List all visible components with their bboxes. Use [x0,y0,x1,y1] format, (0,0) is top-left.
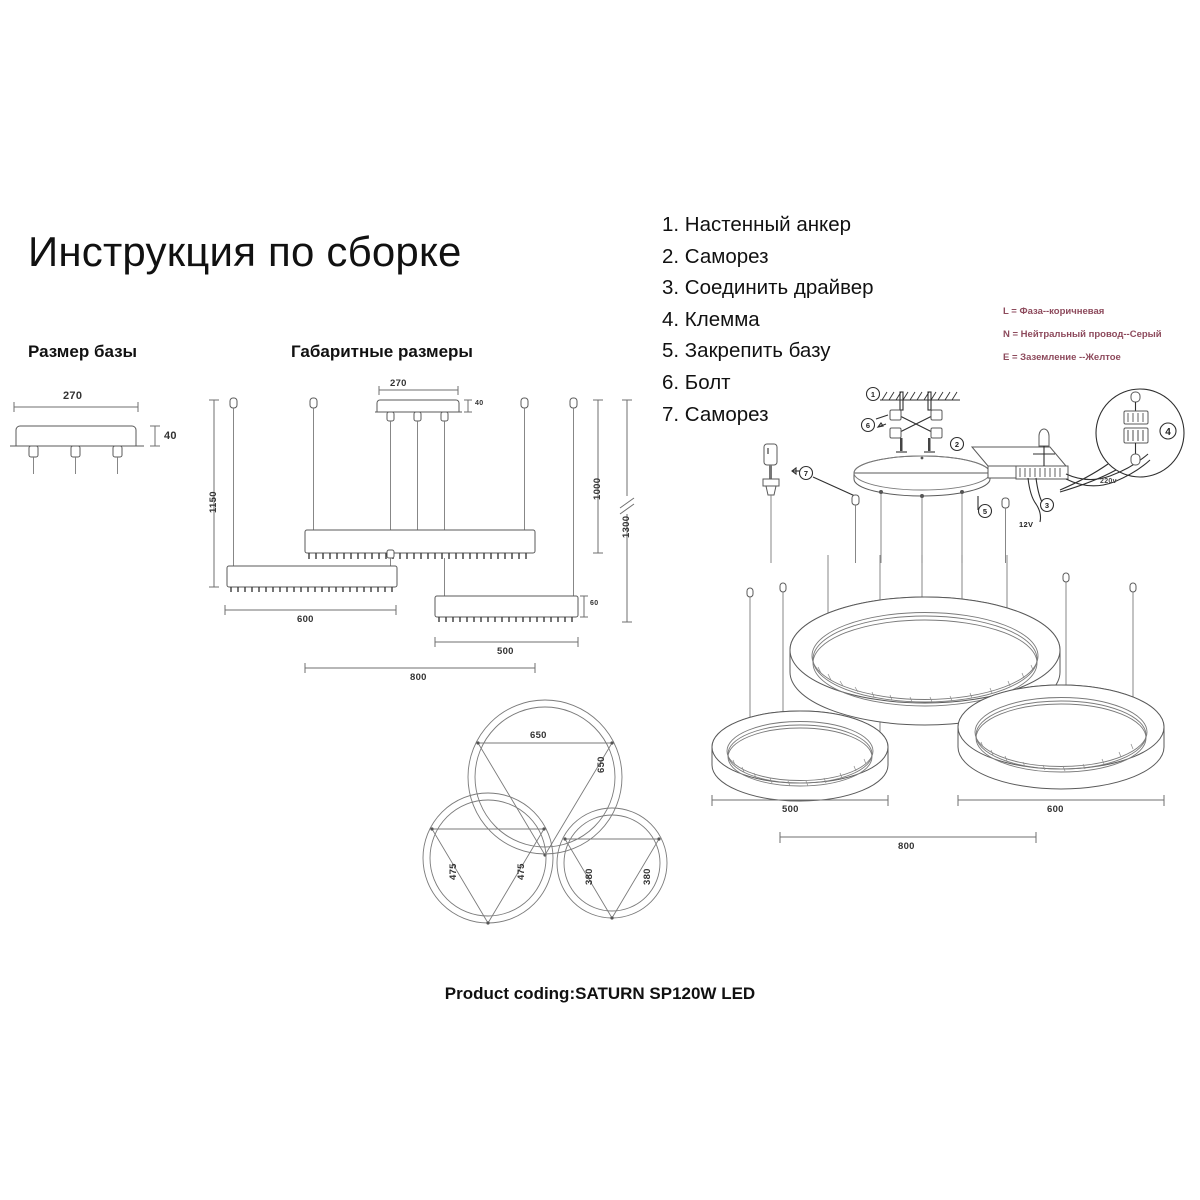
elevation-drop-left-value: 1150 [208,491,219,513]
dimension-800 [304,663,536,673]
hanger-cable-right [1001,497,1010,563]
page-title: Инструкция по сборке [28,228,462,275]
bolt-assembly [762,443,780,563]
svg-text:3: 3 [1045,501,1049,510]
elevation-span-total-value: 800 [410,672,427,683]
base-height-dimension [150,425,160,447]
perspective-dim-small-value: 500 [782,804,799,815]
canopy-plate [10,425,144,447]
step-item-5: 5. Закрепить базу [662,339,831,363]
plan-view-rings: 650 650 475 475 380 380 [390,695,690,950]
plan-ring-large-value: 650 [530,730,547,741]
elevation-canopy-height-value: 40 [475,400,484,407]
cable-outlets [28,445,123,474]
elevation-drop-total-value: 1300 [621,515,632,538]
elevation-drawing: 270 40 60 1150 1000 1300 600 500 800 [190,378,650,698]
assembly-step-list: 1. Настенный анкер 2. Саморез 3. Соедини… [662,209,874,430]
svg-text:1: 1 [871,390,875,399]
profile-upper [304,529,536,566]
wiring-legend-line-E: E = Заземление --Желтое [1003,352,1121,363]
plan-ring-large-value-2: 650 [596,756,607,773]
plan-ring-small-value: 380 [584,868,595,885]
base-size-drawing: 270 40 [8,380,188,480]
callout-7: 7 [791,465,856,497]
dimension-600 [224,605,397,615]
perspective-ring-assembly: 500 600 800 [700,555,1200,865]
callout-4: 4 [1159,422,1177,440]
wall-anchors [899,391,932,411]
ring-lower-right [957,684,1165,790]
terminal-magnifier [1059,388,1185,493]
hanger-cable-detail [851,494,860,563]
svg-text:4: 4 [1165,427,1171,438]
elevation-drop-mid-value: 1000 [592,477,603,500]
base-size-heading: Размер базы [28,342,138,361]
base-width-value: 270 [63,390,83,402]
step-item-4: 4. Клемма [662,307,760,331]
base-width-dimension [13,402,139,412]
plan-ring-medium-value-2: 475 [516,863,527,880]
perspective-dim-large-value: 600 [1047,804,1064,815]
dimension-1150 [209,399,219,588]
callout-6: 6 [860,414,889,433]
overall-size-heading: Габаритные размеры [291,342,473,361]
ring-upper [789,596,1061,726]
wiring-legend-line-L: L = Фаза--коричневая [1003,306,1105,317]
step-item-1: 1. Настенный анкер [662,213,852,236]
outer-hanger-cables [229,397,578,596]
dimension-500 [434,637,579,647]
ceiling-hatch [880,391,960,401]
wiring-legend: L = Фаза--коричневая N = Нейтральный про… [1003,300,1162,369]
low-voltage-label: 12V [1019,520,1034,529]
dimension-1000 [593,399,603,554]
base-height-value: 40 [164,430,177,442]
profile-left [226,565,398,592]
svg-text:6: 6 [866,421,870,430]
step-item-3: 3. Соединить драйвер [662,276,874,300]
perspective-dimension-500 [711,795,889,806]
callout-5: 5 [977,496,993,519]
elevation-span-right-value: 500 [497,646,514,657]
step-item-2: 2. Саморез [662,244,769,268]
plan-ring-medium [422,792,554,925]
dimension-1300 [619,399,635,623]
elevation-canopy-width-value: 270 [390,378,407,389]
callout-2: 2 [949,436,965,452]
elevation-span-left-value: 600 [297,614,314,625]
cross-bracket [889,409,943,453]
perspective-cables-right [1062,572,1137,730]
plan-ring-medium-value: 475 [448,863,459,880]
plan-ring-small [556,807,668,920]
perspective-dimension-600 [957,795,1165,806]
canopy-suspension-cables [386,411,449,533]
step-item-6: 6. Болт [662,370,731,394]
plan-ring-large [467,699,623,857]
mains-voltage-label: 220v [1100,478,1117,485]
installation-diagram: 1 6 [750,378,1200,563]
product-code-label: Product coding:SATURN SP120W LED [444,984,756,1003]
elevation-profile-height-value: 60 [590,600,599,607]
plan-ring-small-value-2: 380 [642,868,653,885]
wiring-legend-line-N: N = Нейтральный провод--Серый [1003,329,1162,340]
svg-text:2: 2 [955,440,959,449]
svg-text:7: 7 [804,469,808,478]
led-driver [970,428,1151,523]
canopy-base-3d [853,455,991,563]
perspective-dimension-800 [779,832,1037,843]
perspective-dim-overall-value: 800 [898,841,915,852]
svg-text:5: 5 [983,507,987,516]
elevation-canopy [375,386,472,413]
ring-lower-left [711,710,889,802]
step-item-7: 7. Саморез [662,402,769,426]
profile-right [434,558,588,622]
callout-1: 1 [865,386,881,402]
callout-3: 3 [1039,497,1055,513]
